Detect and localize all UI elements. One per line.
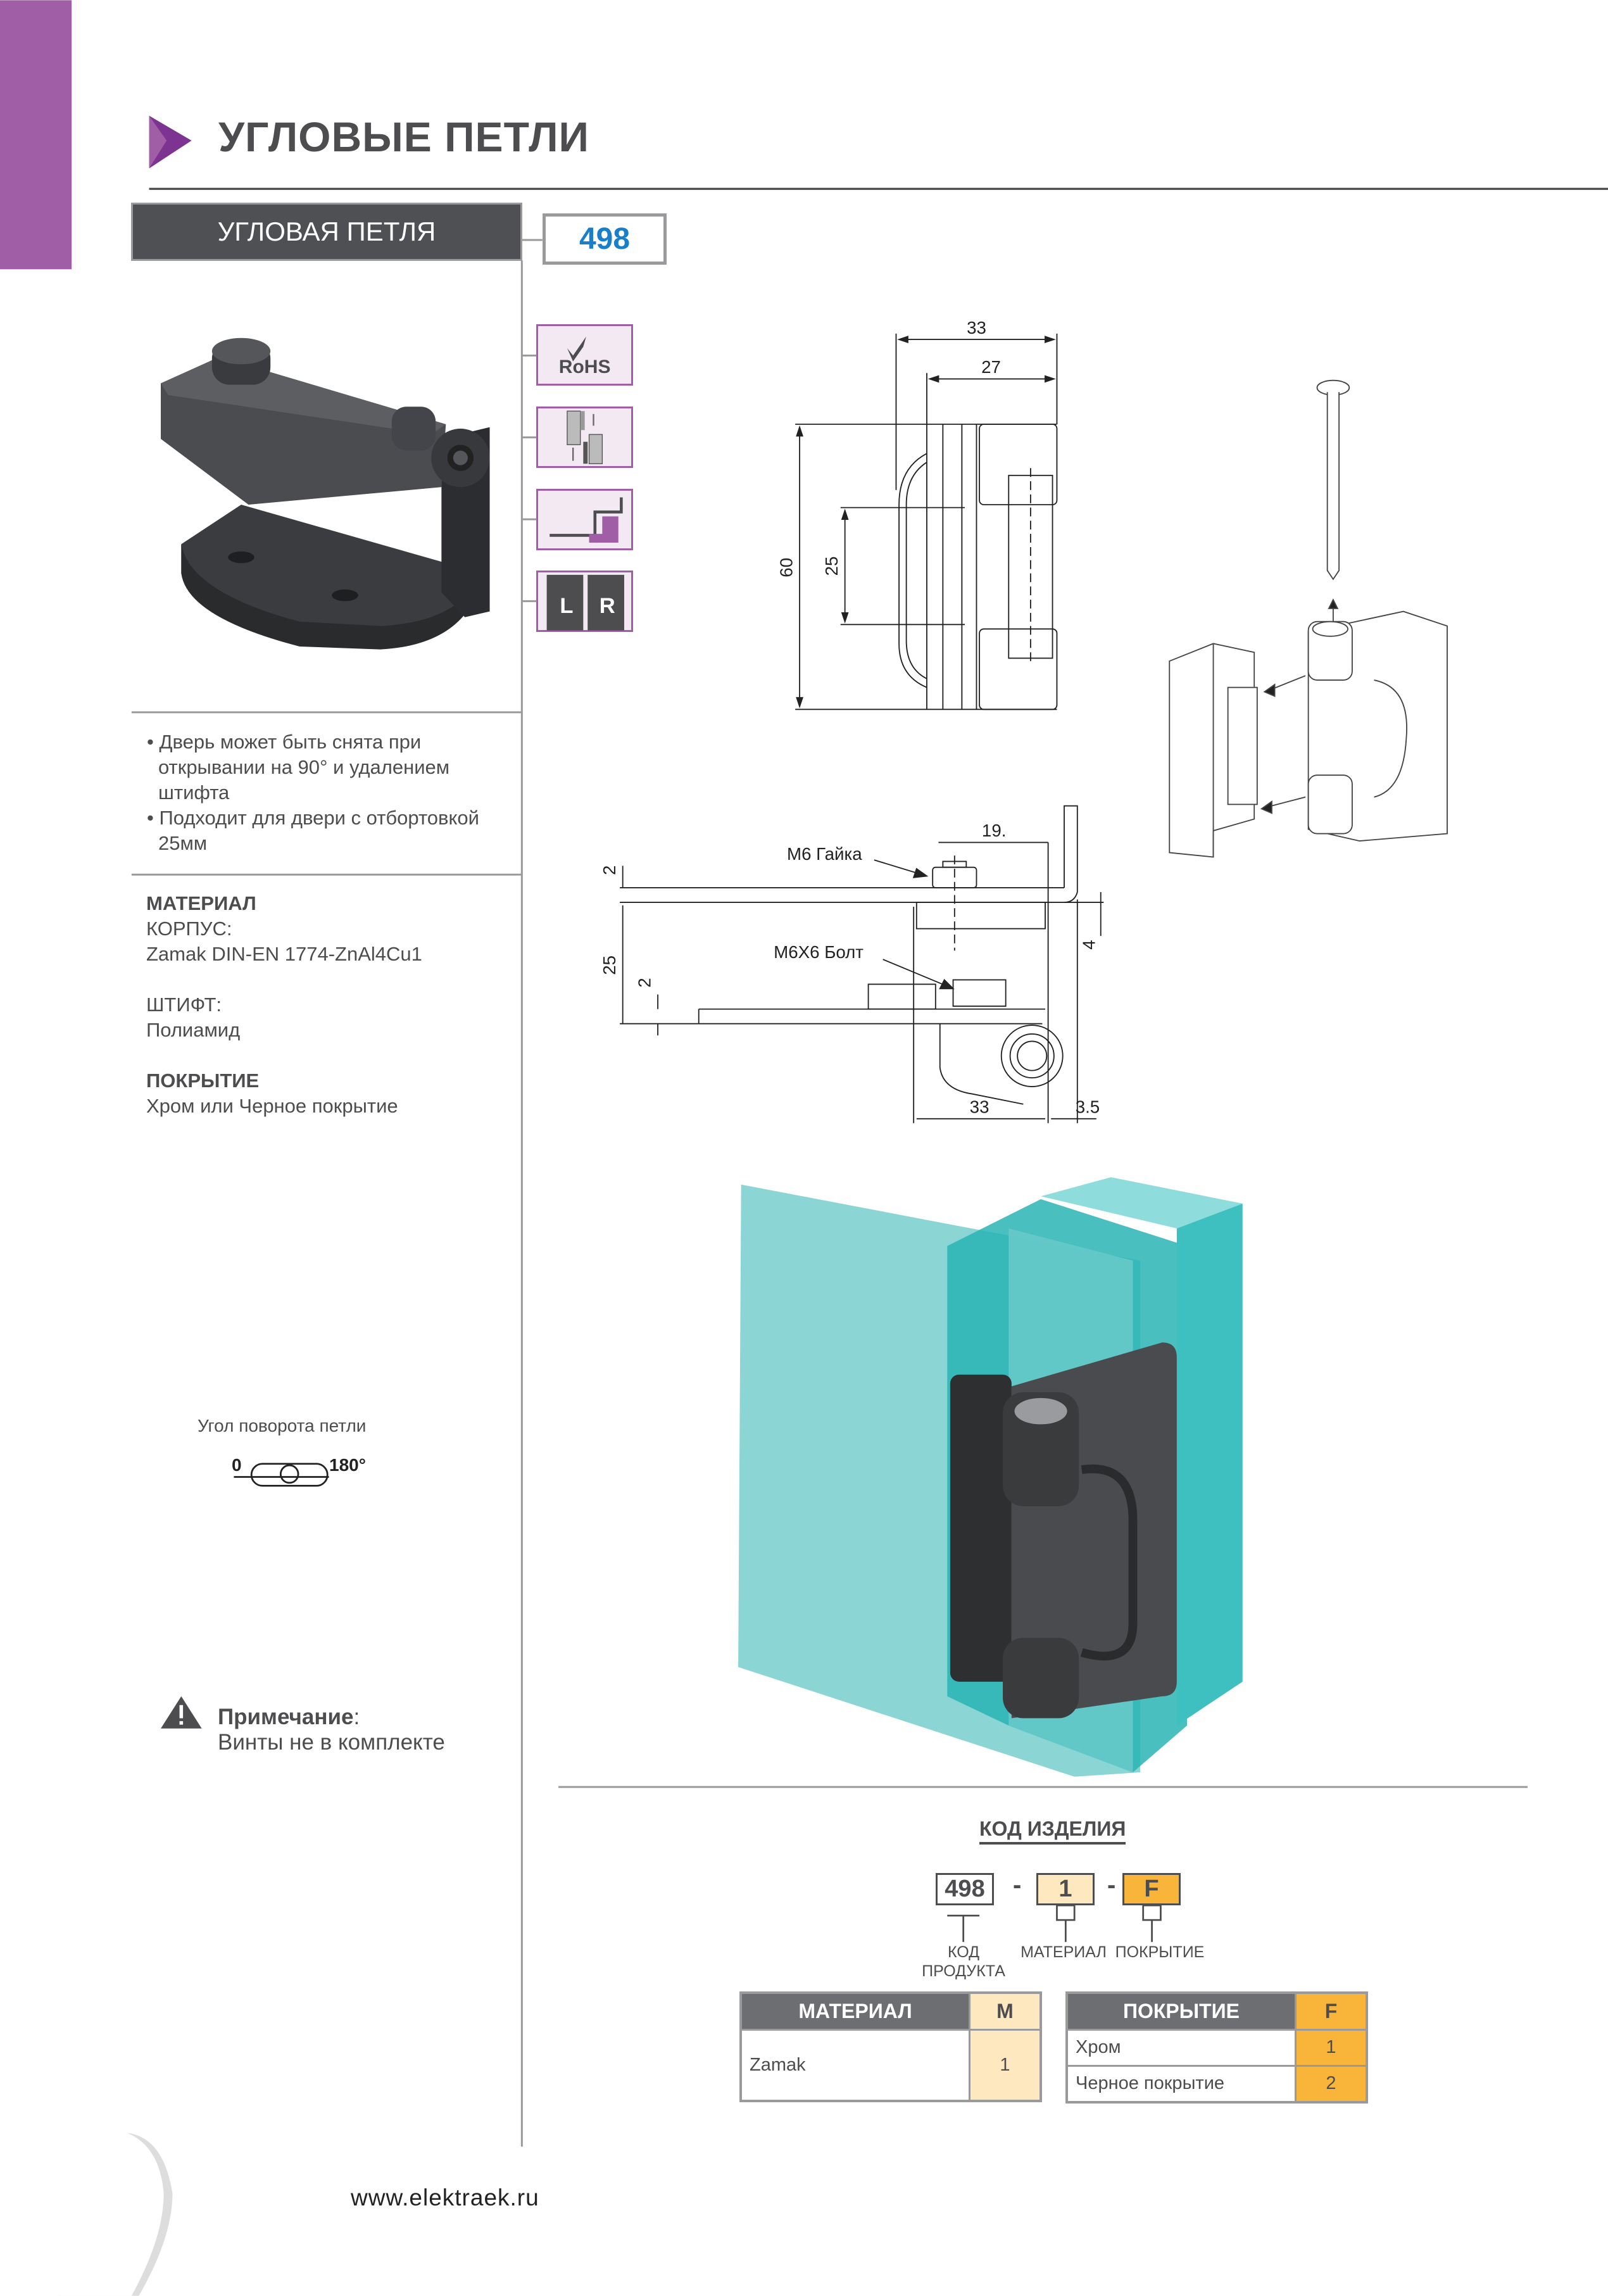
coating-table-key: F — [1295, 1991, 1368, 2031]
product-photo — [161, 337, 490, 650]
code-coating-label: ПОКРЫТИЕ — [1115, 1943, 1205, 1961]
note: Примечание: Винты не в комплекте — [218, 1705, 445, 1755]
product-code-badge: 498 — [543, 213, 667, 265]
order-code-heading: КОД ИЗДЕЛИЯ — [979, 1817, 1126, 1845]
body-value: Zamak DIN-EN 1774-ZnAl4Cu1 — [146, 943, 422, 965]
coating-name: Черное покрытие — [1065, 2064, 1297, 2104]
coating-code: 2 — [1295, 2064, 1368, 2104]
material-name: Zamak — [739, 2028, 970, 2102]
warning-icon — [161, 1696, 202, 1729]
dim-label: 4 — [1079, 940, 1099, 949]
dim-label: 27 — [981, 357, 1001, 377]
section-label: УГЛОВАЯ ПЕТЛЯ — [131, 203, 522, 261]
material-heading: МАТЕРИАЛ — [146, 892, 256, 914]
product-code: 498 — [579, 222, 631, 256]
order-code-leaders — [947, 1904, 1162, 1942]
pin-label: ШТИФТ: — [146, 993, 222, 1016]
coating-name: Хром — [1065, 2028, 1297, 2067]
dim-label: 25 — [822, 557, 841, 576]
page-title: УГЛОВЫЕ ПЕТЛИ — [218, 113, 589, 160]
lift-off-hinge-icon-box — [536, 407, 633, 468]
body-label: КОРПУС: — [146, 918, 232, 940]
coating-value: Хром или Черное покрытие — [146, 1095, 398, 1117]
material-section: МАТЕРИАЛ КОРПУС: Zamak DIN-EN 1774-ZnAl4… — [146, 891, 422, 1119]
page-number: 318 — [73, 2179, 126, 2214]
dim-label: 2 — [600, 866, 619, 875]
code-material: 1 — [1058, 1876, 1072, 1902]
dim-label: 33 — [967, 318, 986, 337]
rotation-min: 0 — [232, 1455, 242, 1475]
note-colon: : — [353, 1705, 360, 1729]
feature-list: • Дверь может быть снята при открывании … — [147, 729, 508, 856]
code-product: 498 — [945, 1876, 985, 1902]
code-box-coating: F — [1122, 1873, 1181, 1905]
code-dash: - — [1013, 1871, 1022, 1899]
section-label-text: УГЛОВАЯ ПЕТЛЯ — [217, 217, 436, 246]
note-label: Примечание — [218, 1705, 354, 1729]
code-coating: F — [1144, 1876, 1159, 1902]
coating-heading: ПОКРЫТИЕ — [146, 1069, 260, 1092]
material-code: 1 — [969, 2028, 1042, 2102]
dim-label: 33 — [970, 1097, 989, 1117]
exploded-view-drawing — [1169, 379, 1448, 858]
rohs-icon-box — [536, 324, 633, 386]
installation-render — [738, 1177, 1243, 1777]
code-dash: - — [1107, 1871, 1116, 1899]
website-link[interactable]: www.elektraek.ru — [351, 2185, 539, 2211]
dim-label: 25 — [600, 956, 619, 975]
material-table-key: M — [969, 1991, 1042, 2031]
coating-code: 1 — [1295, 2028, 1368, 2067]
code-material-label: МАТЕРИАЛ — [1021, 1943, 1107, 1961]
pin-value: Полиамид — [146, 1019, 241, 1041]
nut-label: M6 Гайка — [787, 844, 862, 864]
material-table-header: МАТЕРИАЛ — [739, 1991, 970, 2031]
rotation-angle-icon — [234, 1463, 329, 1487]
feature-item: • Дверь может быть снята при открывании … — [147, 731, 450, 804]
title-arrow-icon — [149, 115, 192, 168]
left-right-icon-box — [536, 571, 633, 632]
rotation-label: Угол поворота петли — [198, 1416, 367, 1435]
dim-label: 3.5 — [1076, 1097, 1100, 1117]
dim-label: 60 — [777, 558, 796, 577]
dim-label: 2 — [635, 978, 655, 987]
dim-label: 19. — [982, 821, 1006, 840]
rotation-max: 180° — [329, 1455, 366, 1475]
feature-item: • Подходит для двери с отбортовкой 25мм — [147, 807, 479, 854]
code-box-material: 1 — [1036, 1873, 1095, 1905]
note-text: Винты не в комплекте — [218, 1730, 445, 1755]
flange-profile-icon-box — [536, 489, 633, 550]
coating-table-header: ПОКРЫТИЕ — [1065, 1991, 1297, 2031]
bolt-label: M6X6 Болт — [774, 942, 864, 962]
front-view-drawing — [795, 333, 1058, 710]
side-color-bar — [0, 0, 72, 270]
code-box-product: 498 — [936, 1873, 994, 1905]
side-view-drawing — [620, 805, 1104, 1123]
